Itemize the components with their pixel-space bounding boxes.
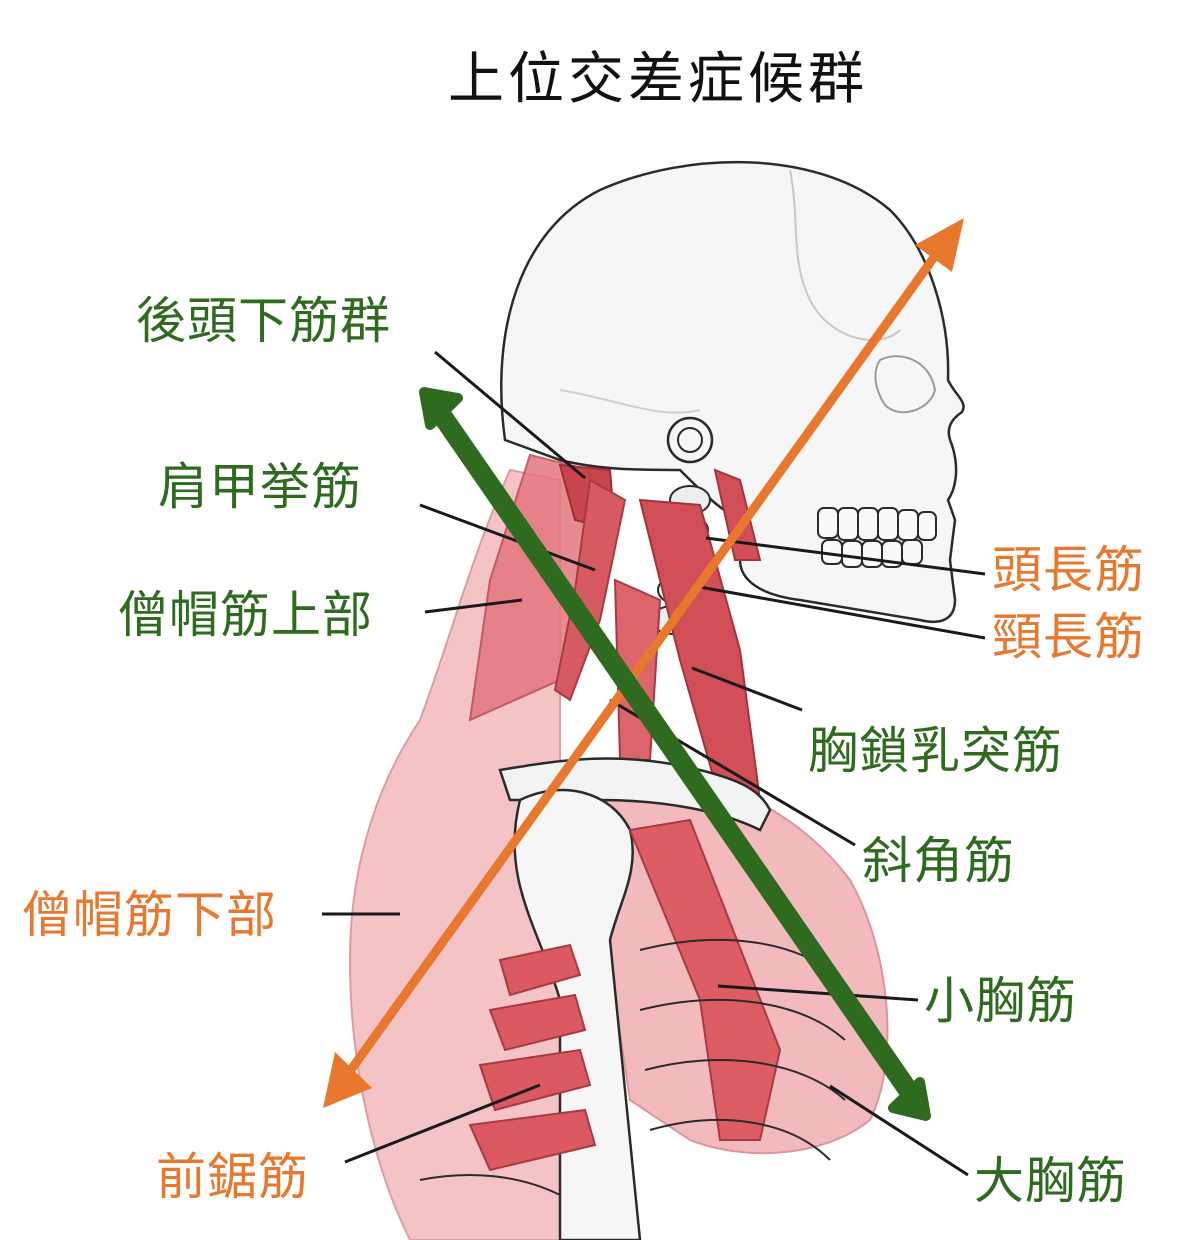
label-scalene: 斜角筋 bbox=[862, 832, 1015, 890]
weak-muscles-arrow bbox=[323, 218, 964, 1108]
label-suboccipital: 後頭下筋群 bbox=[136, 292, 391, 350]
tight-muscles-arrow bbox=[419, 387, 931, 1121]
label-serratus-anterior: 前鋸筋 bbox=[156, 1148, 309, 1206]
diagram-title: 上位交差症候群 bbox=[448, 47, 868, 112]
longus-shape bbox=[713, 468, 762, 561]
label-lower-trapezius: 僧帽筋下部 bbox=[22, 886, 277, 944]
skull-suture bbox=[559, 389, 701, 414]
ear-canal bbox=[666, 416, 714, 464]
leader-upper-trapezius bbox=[424, 598, 523, 614]
leader-scm bbox=[691, 666, 803, 712]
label-longus-capitis: 頭長筋 bbox=[992, 541, 1145, 599]
leader-longus-capitis bbox=[705, 536, 986, 576]
label-upper-trapezius: 僧帽筋上部 bbox=[118, 586, 373, 644]
label-scm: 胸鎖乳突筋 bbox=[808, 722, 1063, 780]
label-longus-colli: 頸長筋 bbox=[992, 608, 1145, 666]
levator-scapulae-shape bbox=[553, 478, 627, 702]
arrow-head-bottom-left bbox=[323, 1052, 372, 1108]
ribs bbox=[419, 939, 846, 1196]
label-levator-scapulae: 肩甲挙筋 bbox=[158, 458, 362, 516]
leader-levator bbox=[419, 503, 596, 572]
teeth bbox=[817, 507, 937, 568]
label-pectoralis-major: 大胸筋 bbox=[974, 1152, 1127, 1210]
arrow-head-bottom-right bbox=[888, 1077, 931, 1121]
arrow-head-top-left bbox=[419, 387, 463, 430]
leader-serratus bbox=[344, 1083, 541, 1164]
serratus-anterior-shape bbox=[468, 943, 597, 1172]
label-pectoralis-minor: 小胸筋 bbox=[924, 972, 1077, 1030]
eye-socket bbox=[874, 355, 937, 414]
leader-longus-colli bbox=[693, 584, 986, 640]
ear-canal-inner bbox=[677, 427, 703, 453]
leader-pec-major bbox=[829, 1084, 969, 1177]
arrow-head-top-right bbox=[915, 218, 964, 272]
leader-pec-minor bbox=[717, 984, 919, 1002]
leader-suboccipital bbox=[434, 350, 586, 480]
